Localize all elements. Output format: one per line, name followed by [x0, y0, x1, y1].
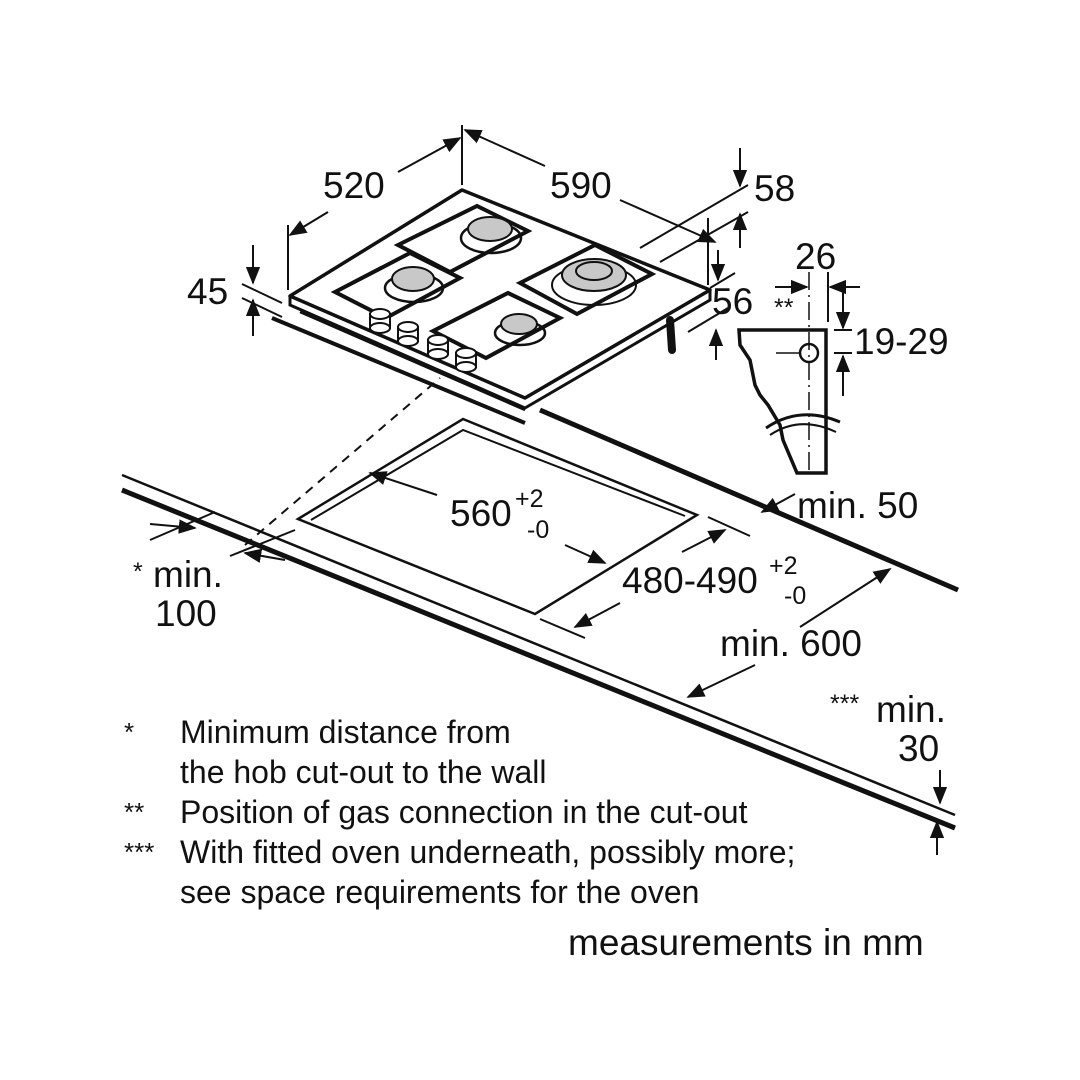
dim-min-worktop-600: min. 600: [720, 623, 862, 664]
hob: [271, 188, 712, 425]
dim-min-rear-50: min. 50: [797, 485, 918, 526]
footnote-3-line-1: With fitted oven underneath, possibly mo…: [180, 834, 796, 870]
footnote-2-line-1: Position of gas connection in the cut-ou…: [180, 794, 748, 830]
knob-3: [427, 334, 449, 360]
hob-base: [299, 310, 526, 412]
wall-projection-dashed: [244, 377, 441, 546]
hob-front-edge: [288, 290, 712, 410]
gas-offset-mark: **: [774, 294, 794, 322]
dim-cutout-width-tol-plus: +2: [515, 485, 544, 513]
footnote-3-line-2: see space requirements for the oven: [180, 874, 700, 910]
control-knobs: [369, 308, 477, 373]
worktop-front-edge-bottom: [121, 487, 956, 831]
burner-front-left: [383, 266, 445, 304]
dim-depth-520: 520: [323, 165, 385, 206]
burner-rear-left: [459, 216, 523, 255]
cutout-inner: [310, 428, 686, 521]
dim-min-wall-line2: 100: [155, 593, 217, 634]
units-label: measurements in mm: [568, 922, 924, 963]
gas-connection-detail: [737, 272, 860, 475]
cutout-outer: [295, 417, 700, 616]
pan-support-rear-right: [515, 242, 657, 317]
dim-height-58: 58: [754, 168, 795, 209]
worktop-rear-edge: [539, 407, 959, 593]
dim-height-56: 56: [712, 281, 753, 322]
footnote-2: ** Position of gas connection in the cut…: [124, 792, 795, 832]
footnotes: * Minimum distance from the hob cut-out …: [124, 712, 795, 912]
dim-min-thickness-line1: min.: [876, 689, 946, 730]
footnote-1: * Minimum distance from the hob cut-out …: [124, 712, 795, 792]
dim-cutout-depth-tol-plus: +2: [769, 552, 798, 580]
footnote-1-line-1: Minimum distance from: [180, 714, 511, 750]
dimension-lines: [241, 125, 749, 360]
dim-thickness-45: 45: [187, 271, 228, 312]
footnote-1-line-2: the hob cut-out to the wall: [180, 754, 547, 790]
hob-foot: [666, 316, 676, 354]
worktop: [121, 377, 959, 831]
burner-wok-right: [551, 258, 637, 306]
cutout: [295, 417, 700, 616]
cutout-dimension-lines: [149, 471, 948, 855]
knob-4: [455, 347, 477, 373]
burner-front-right: [493, 313, 547, 347]
dim-cutout-depth-480-490: 480-490: [622, 560, 758, 601]
footnote-1-mark: *: [124, 717, 135, 747]
dim-cutout-width-560: 560: [450, 493, 512, 534]
footnote-2-mark: **: [124, 797, 145, 827]
dim-min-wall-mark: *: [133, 558, 143, 586]
dim-min-thickness-line2: 30: [898, 728, 939, 769]
cabinet-side-profile: [737, 328, 828, 475]
footnote-3: *** With fitted oven underneath, possibl…: [124, 832, 795, 912]
dim-min-thickness-mark: ***: [830, 690, 859, 718]
knob-1: [369, 308, 391, 334]
dim-cutout-width-tol-minus: -0: [527, 516, 549, 544]
dim-gas-height-19-29: 19-29: [854, 321, 949, 362]
pan-support-front-left: [330, 250, 465, 321]
dim-cutout-depth-tol-minus: -0: [784, 582, 806, 610]
dim-width-590: 590: [550, 165, 612, 206]
knob-2: [397, 321, 419, 347]
dim-gas-offset-26: 26: [795, 236, 836, 277]
footnote-3-mark: ***: [124, 837, 155, 867]
hob-lower-edge: [271, 316, 526, 425]
dim-min-wall-line1: min.: [153, 554, 223, 595]
